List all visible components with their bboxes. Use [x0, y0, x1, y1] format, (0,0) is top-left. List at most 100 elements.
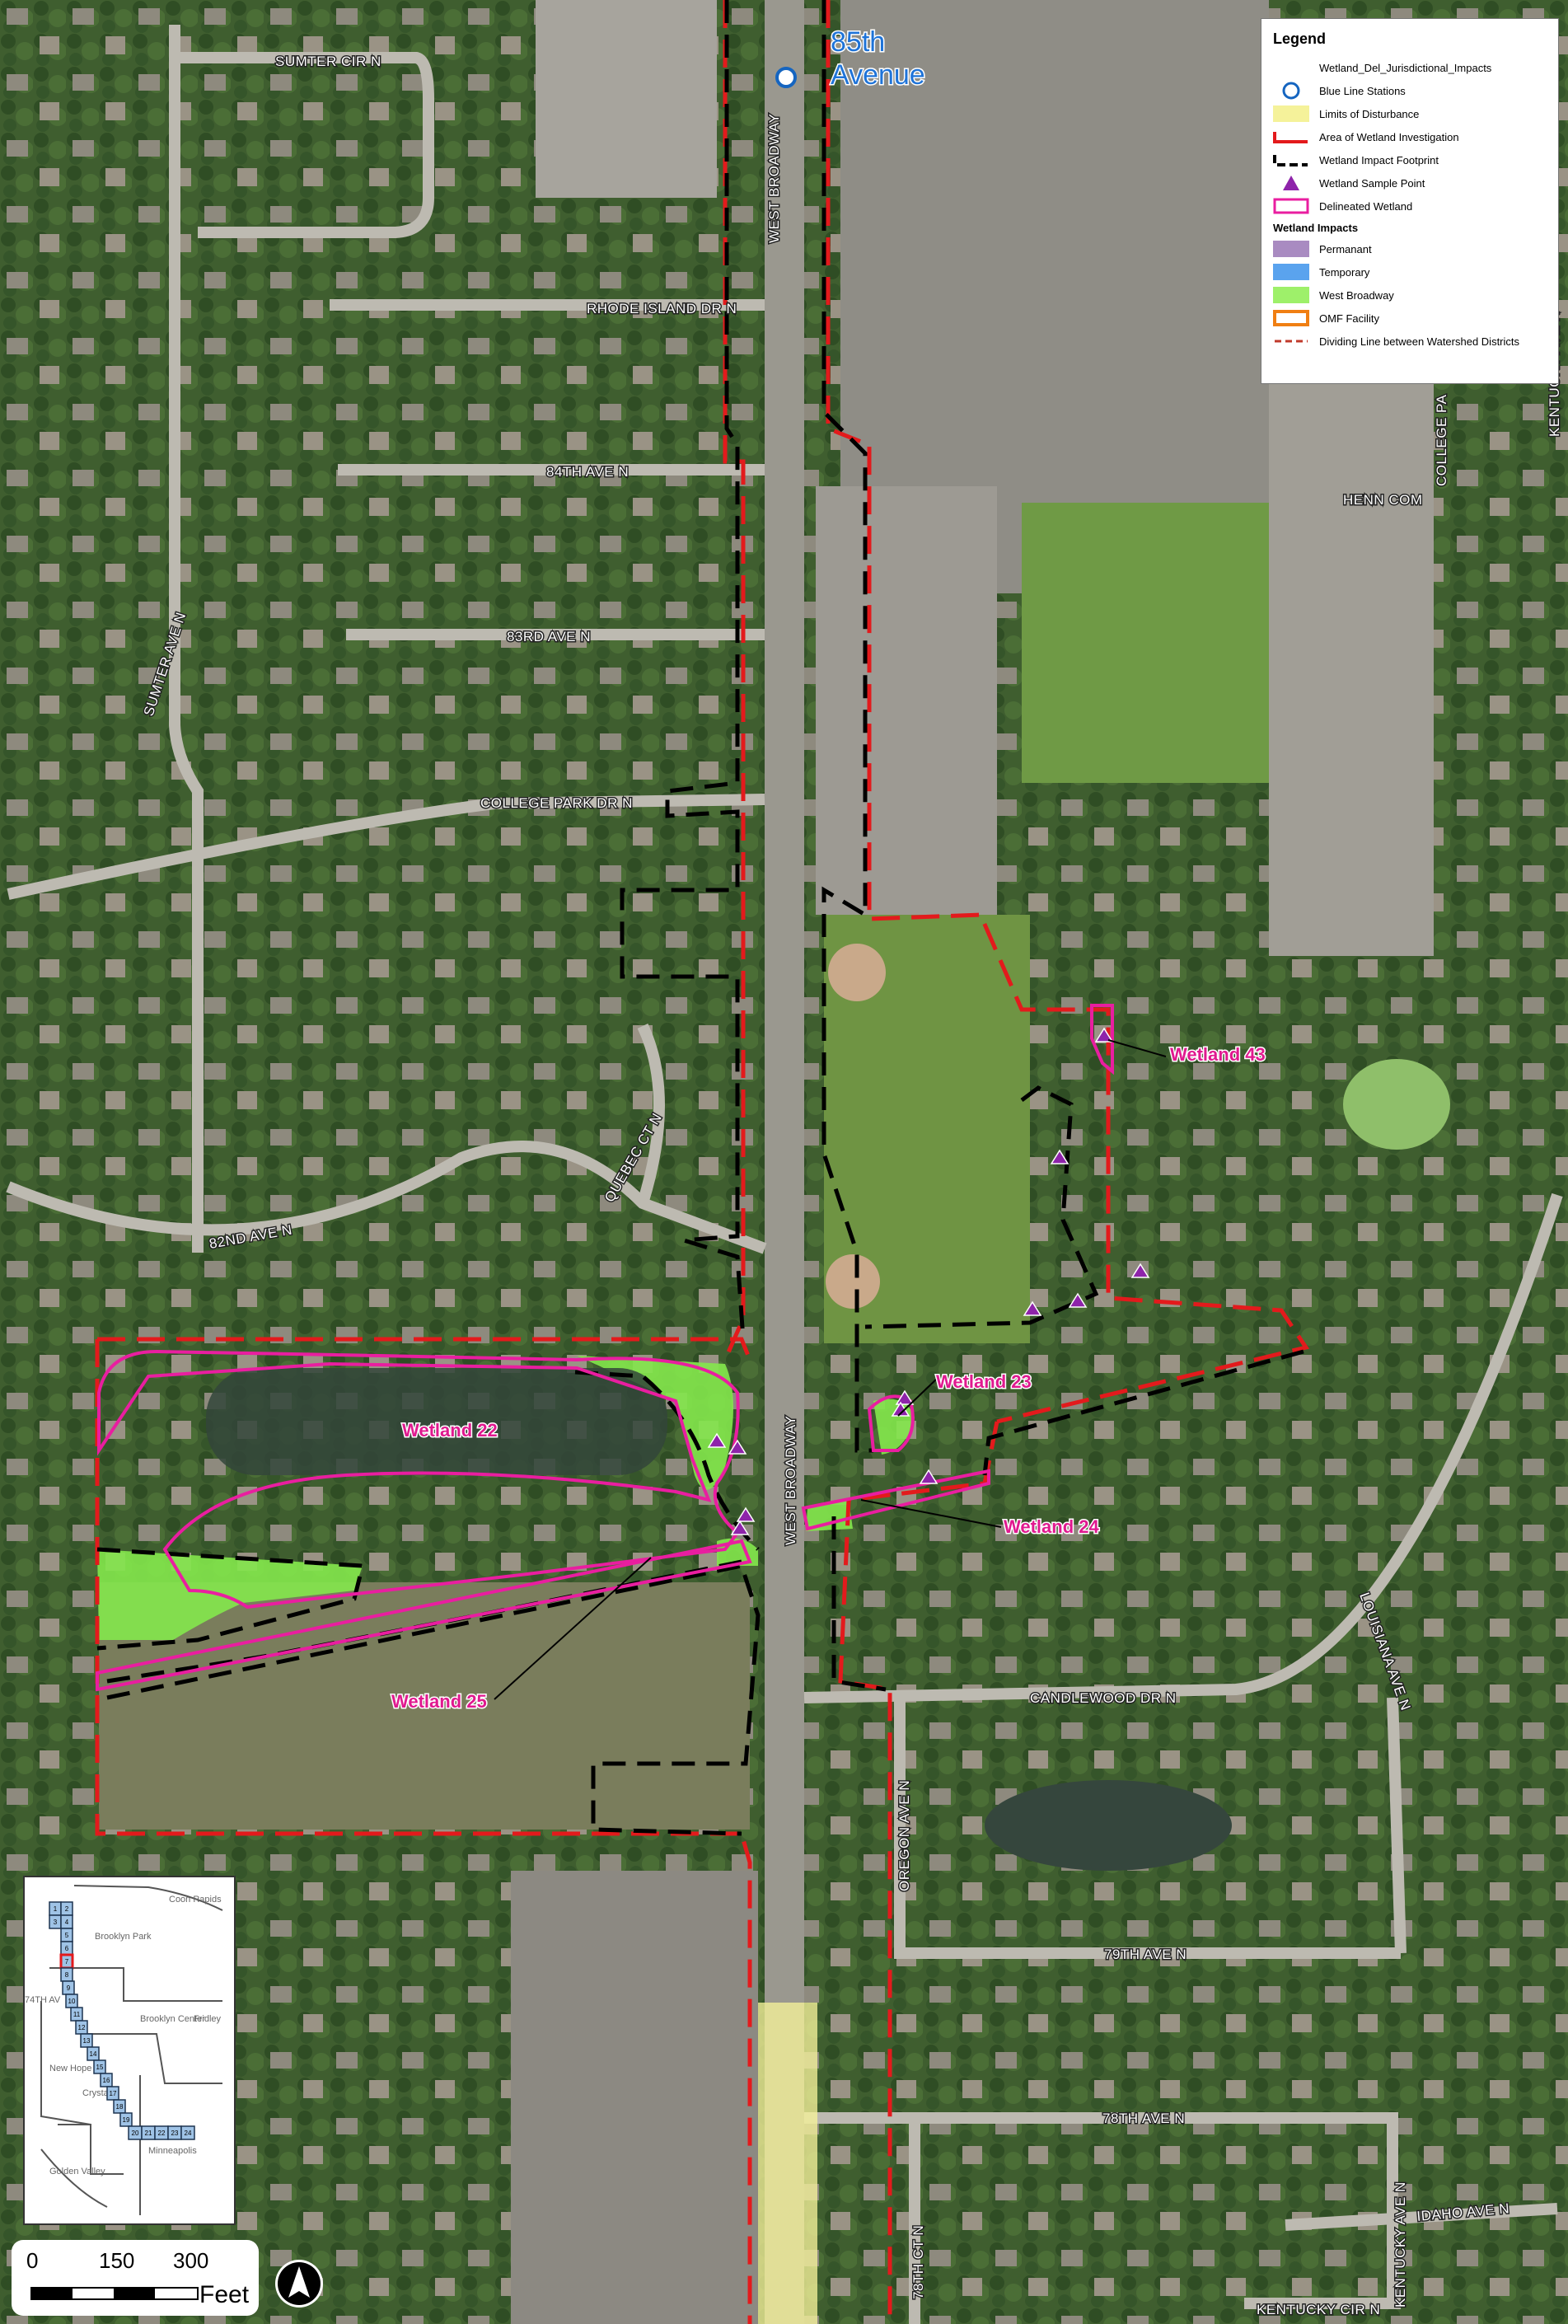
inset-segment-number: 7 — [65, 1958, 69, 1966]
sample-point[interactable] — [707, 1432, 727, 1448]
inset-label: Brooklyn Park — [95, 1932, 152, 1942]
inset-segment[interactable] — [100, 2073, 113, 2087]
legend-item-jurisdictional: Wetland_Del_Jurisdictional_Impacts — [1273, 56, 1547, 79]
label-84th-ave: 84TH AVE N — [546, 464, 629, 480]
inset-segment[interactable] — [106, 2086, 119, 2101]
inset-segment-number: 8 — [65, 1971, 69, 1979]
inset-segment-number: 19 — [123, 2116, 130, 2124]
map-legend: Legend Wetland_Del_Jurisdictional_Impact… — [1261, 18, 1559, 384]
label-78th-ct: 78TH CT N — [910, 2225, 926, 2299]
scale-unit: Feet — [199, 2281, 250, 2308]
label-wetland-24: Wetland 24 — [1004, 1516, 1100, 1537]
legend-swatch-blank — [1273, 59, 1309, 76]
west-broadway-road — [765, 0, 804, 2324]
inset-segment-number: 17 — [110, 2090, 117, 2097]
inset-segment-number: 5 — [65, 1932, 69, 1939]
legend-item-disturbance: Limits of Disturbance — [1273, 102, 1547, 125]
sample-point[interactable] — [1068, 1292, 1088, 1308]
sample-point[interactable] — [730, 1520, 750, 1535]
inset-labels: Coon Rapids Brooklyn Park Brooklyn Cente… — [25, 1895, 222, 2176]
inset-label: 74TH AV — [25, 1995, 61, 2005]
inset-segment-number: 3 — [54, 1919, 58, 1926]
legend-swatch-purple — [1273, 241, 1309, 257]
blue-line-station-85th-avenue[interactable] — [775, 67, 797, 88]
black-dashed-line-icon — [1273, 152, 1309, 168]
legend-label: Temporary — [1319, 265, 1370, 279]
inset-segment[interactable] — [180, 2125, 195, 2140]
legend-title: Legend — [1273, 30, 1327, 47]
inset-segment-number: 16 — [103, 2077, 110, 2084]
inset-segment[interactable] — [80, 2033, 93, 2048]
legend-label: Wetland_Del_Jurisdictional_Impacts — [1319, 61, 1492, 74]
inset-segment[interactable] — [93, 2059, 106, 2074]
legend-label: Wetland Sample Point — [1319, 176, 1425, 190]
parking-lot-east — [1269, 379, 1434, 956]
legend-label: Blue Line Stations — [1319, 84, 1406, 97]
legend-label: West Broadway — [1319, 288, 1394, 302]
inset-segment-number: 2 — [65, 1905, 69, 1913]
pond-candlewood — [985, 1780, 1232, 1871]
delineated-wetlands — [96, 1004, 1114, 1692]
inset-label: Crystal — [82, 2088, 110, 2098]
wetland-22-boundary — [97, 1349, 740, 1609]
label-leader-lines — [494, 1039, 1167, 1700]
inset-segment-number: 18 — [116, 2103, 124, 2111]
sample-point[interactable] — [1050, 1149, 1070, 1164]
label-henn-com: HENN COM — [1343, 492, 1423, 508]
scale-tick-0: 0 — [26, 2248, 39, 2273]
legend-swatch-yellow — [1273, 105, 1309, 122]
inset-segment-number: 10 — [68, 1998, 76, 2005]
legend-item-watershed: Dividing Line between Watershed District… — [1273, 330, 1547, 353]
label-west-broadway-north: WEST BROADWAY — [766, 114, 782, 243]
inset-label: New Hope — [49, 2064, 91, 2073]
sample-point[interactable] — [919, 1469, 938, 1484]
scale-tick-300: 300 — [173, 2248, 209, 2273]
legend-item-investigation: Area of Wetland Investigation — [1273, 125, 1547, 148]
label-college-pa: COLLEGE PA — [1434, 394, 1449, 486]
ballfield-diamond-north — [828, 944, 886, 1001]
inset-label: Brooklyn Center — [140, 2014, 205, 2024]
triangle-icon — [1273, 175, 1309, 191]
inset-locator-map: Coon Rapids Brooklyn Park Brooklyn Cente… — [23, 1876, 236, 2225]
north-arrow — [275, 2260, 323, 2308]
inset-segment[interactable] — [87, 2046, 100, 2061]
water-wetland-22 — [206, 1368, 667, 1475]
scale-bar: 0 150 300 Feet — [12, 2240, 259, 2316]
sample-point[interactable] — [736, 1506, 756, 1522]
wetland-25-boundary — [96, 1539, 752, 1692]
sample-point[interactable] — [1023, 1300, 1042, 1316]
inset-segment-number: 11 — [73, 2011, 81, 2018]
sample-point[interactable] — [1130, 1263, 1150, 1278]
sample-point[interactable] — [1094, 1027, 1114, 1043]
hospital-buildings — [511, 1871, 758, 2324]
inset-segment-number: 15 — [96, 2064, 104, 2071]
station-label-avenue: Avenue — [831, 59, 925, 91]
inset-segment[interactable] — [113, 2099, 126, 2114]
dashed-red-line-icon — [1273, 333, 1309, 349]
sample-point[interactable] — [895, 1389, 915, 1405]
inset-segment-number: 21 — [145, 2130, 152, 2137]
wetland-sample-points — [707, 1027, 1150, 1535]
inset-city-boundaries — [40, 1885, 223, 2215]
inset-segment-number: 24 — [185, 2130, 192, 2137]
inset-segment[interactable] — [119, 2112, 133, 2127]
wetland-43-boundary — [1090, 1004, 1114, 1075]
inset-segment-number: 4 — [65, 1919, 69, 1926]
north-building — [536, 0, 717, 198]
label-kentucky-cir: KENTUCKY CIR N — [1257, 2302, 1380, 2317]
parking-lot-north — [816, 486, 997, 915]
label-79th-ave: 79TH AVE N — [1104, 1947, 1187, 1962]
scale-bar-graphic — [30, 2287, 199, 2300]
sample-point[interactable] — [728, 1439, 747, 1455]
legend-item-omf: OMF Facility — [1273, 307, 1547, 330]
inset-segment-boxes — [49, 1901, 195, 2140]
limits-of-disturbance — [758, 2003, 817, 2324]
inset-segment-numbers: 1 2 3 4 5 6 7 8 9 10 11 12 13 14 15 16 1… — [54, 1905, 192, 2137]
scale-tick-150: 150 — [99, 2248, 135, 2273]
label-83rd-ave: 83RD AVE N — [507, 629, 591, 644]
legend-subheading: Wetland Impacts — [1273, 221, 1359, 234]
inset-segment-number: 23 — [171, 2130, 179, 2137]
label-sumter-cir: SUMTER CIR N — [275, 54, 381, 69]
legend-swatch-orange-outline — [1273, 310, 1309, 326]
